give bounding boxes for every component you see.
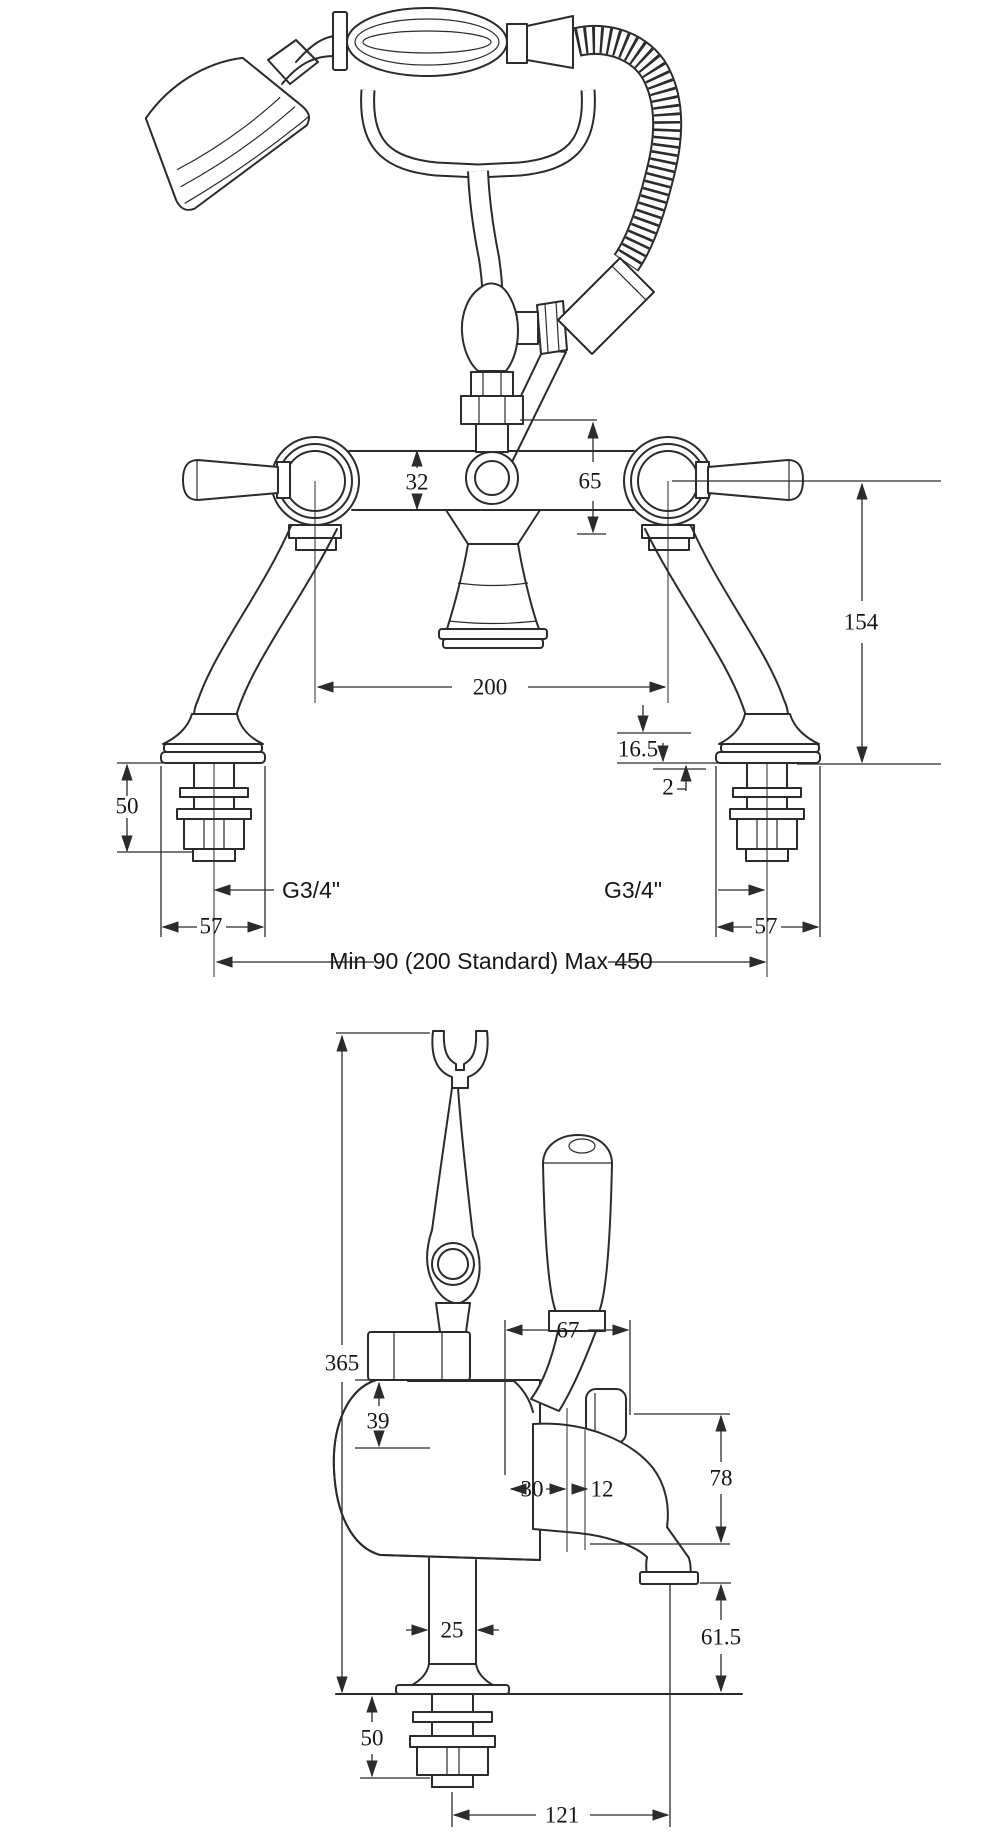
dim-label-hose-connection-height: 65 <box>579 469 602 494</box>
dim-label-body-height: 32 <box>406 470 429 495</box>
dim-label-washer-thickness: 2 <box>662 775 674 800</box>
thread-label-right: G3/4" <box>604 877 662 903</box>
grip-collar-right <box>506 23 528 64</box>
handle-arm-side <box>530 1330 597 1412</box>
handset-grip <box>346 7 508 77</box>
cradle-side <box>426 1030 489 1333</box>
dim-label-column-width: 25 <box>441 1618 464 1643</box>
dim-label-spout-drop: 78 <box>710 1466 733 1491</box>
right-leg <box>644 481 821 977</box>
dim-label-base-right: 57 <box>755 914 778 939</box>
dim-label-body-height-side: 39 <box>367 1409 390 1434</box>
hose-connector <box>526 15 574 69</box>
dim-label-max-deck-thickness: 16.5 <box>618 737 658 762</box>
dim-label-overall-height: 365 <box>325 1351 360 1376</box>
dim-label-shank-length: 50 <box>116 794 139 819</box>
right-valve <box>623 436 804 551</box>
dim-label-valve-centres: 200 <box>473 675 508 700</box>
front-view: 32 65 154 200 16.5 2 <box>116 7 941 977</box>
spout-shoulder <box>445 509 541 545</box>
side-view: 365 67 39 30 12 78 25 <box>325 1030 743 1828</box>
dim-label-spout-reach: 121 <box>545 1803 580 1828</box>
right-lever-handle <box>707 459 804 501</box>
dim-label-centre-distance: Min 90 (200 Standard) Max 450 <box>329 948 652 974</box>
side-dimensions: 365 67 39 30 12 78 25 <box>325 1032 741 1828</box>
left-leg <box>160 481 338 977</box>
shank-nut-side <box>416 1746 489 1776</box>
fork-side <box>431 1030 489 1089</box>
diverter-column <box>460 282 539 453</box>
dim-label-handle-projection: 67 <box>557 1318 580 1343</box>
hex-nut-small <box>470 371 514 397</box>
front-dimensions: 32 65 154 200 16.5 2 <box>116 419 941 974</box>
hex-nut-large <box>460 395 524 425</box>
mixer-body <box>348 450 635 545</box>
spout-front <box>438 543 548 649</box>
spout-mouth <box>639 1571 699 1585</box>
handset-cradle <box>360 89 596 289</box>
left-lever-handle <box>182 459 279 501</box>
shower-hose <box>573 24 683 272</box>
grip-collar-left <box>332 11 348 71</box>
dim-label-spout-offset: 30 <box>521 1477 544 1502</box>
body-side <box>332 1331 541 1561</box>
dim-label-spout-clearance: 61.5 <box>701 1625 741 1650</box>
union-nut-side <box>367 1331 471 1381</box>
dim-label-spout-wall: 12 <box>591 1477 614 1502</box>
dim-label-handle-height: 154 <box>844 610 879 635</box>
leg-side <box>335 1557 743 1788</box>
handle-side <box>530 1134 627 1444</box>
dim-label-shank-length-side: 50 <box>361 1726 384 1751</box>
handset-head <box>144 56 310 211</box>
outlet-stub <box>515 311 539 345</box>
left-valve <box>182 436 360 551</box>
handset <box>144 7 574 211</box>
diverter-boss <box>465 451 519 505</box>
hose-cone-connector <box>493 257 655 463</box>
shank-washer-side <box>412 1711 493 1723</box>
spout-side <box>532 1422 699 1585</box>
dim-label-base-left: 57 <box>200 914 223 939</box>
thread-label-left: G3/4" <box>282 877 340 903</box>
